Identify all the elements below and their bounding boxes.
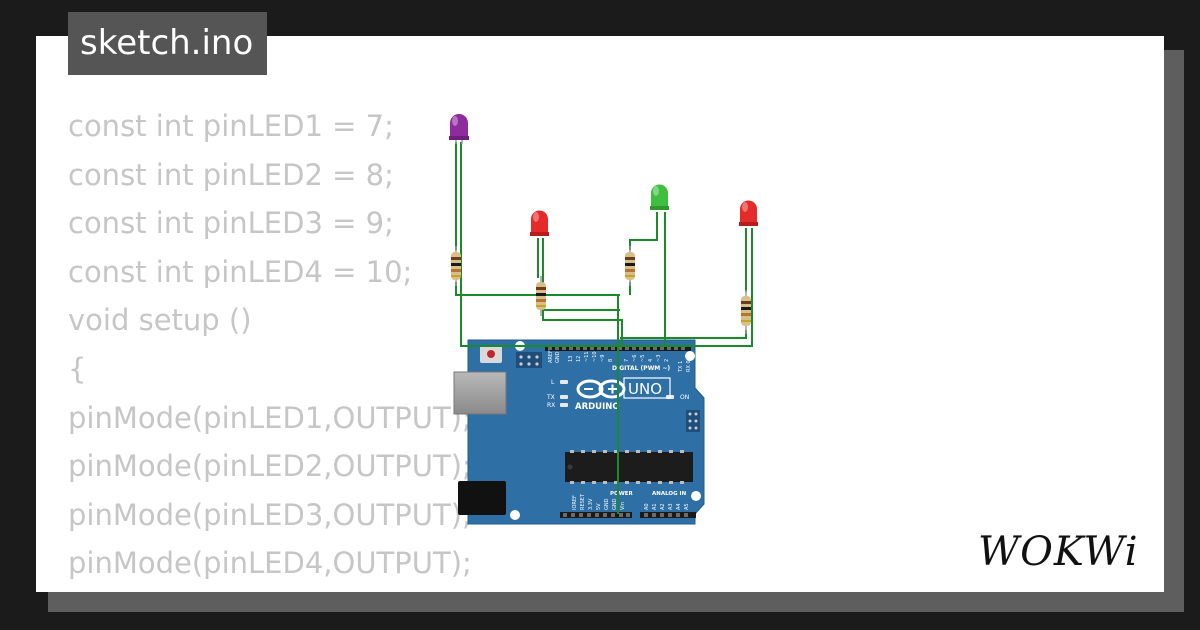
resistor (741, 290, 751, 334)
code-line: pinMode(pinLED2,OUTPUT); (68, 449, 472, 484)
microcontroller-chip (565, 452, 693, 482)
analog-header-label: ANALOG IN (652, 491, 687, 497)
wire (460, 142, 672, 347)
pin-label: IOREF (572, 495, 578, 510)
pin-label: GND (612, 498, 618, 510)
code-line: const int pinLED1 = 7; (68, 109, 394, 143)
board-model-label: UNO (628, 380, 662, 398)
resistor (536, 276, 546, 316)
pin-label: ~6 (632, 355, 638, 362)
code-line: pinMode(pinLED3,OUTPUT); (68, 497, 472, 532)
l-label: L (551, 379, 555, 386)
pin-label: AREF (548, 350, 554, 363)
pin-label: A1 (652, 503, 658, 510)
led-icon[interactable] (739, 200, 758, 227)
wire (620, 228, 753, 347)
pin-label: ~10 (592, 351, 598, 362)
code-line: { (68, 351, 87, 386)
pin-label: 8 (608, 359, 614, 362)
wire (455, 282, 620, 296)
pin-label: 3.3V (588, 498, 594, 510)
pin-label: Vin (620, 502, 626, 510)
led-icon[interactable] (530, 210, 549, 237)
pin-label: A2 (660, 503, 666, 510)
power-header-label: POWER (610, 491, 634, 497)
pin-label: RESET (580, 493, 586, 510)
pin-label: GND (604, 498, 610, 510)
power-jack (458, 481, 506, 515)
pin-label: ~3 (656, 355, 662, 362)
preview-card: const int pinLED1 = 7; const int pinLED2 … (36, 36, 1164, 592)
on-label: ON (680, 394, 689, 401)
sketch-title: sketch.ino (68, 12, 268, 75)
pin-label: 2 (664, 359, 670, 362)
pin-label: 12 (576, 356, 582, 362)
code-line: pinMode(pinLED4,OUTPUT); (68, 546, 472, 581)
code-preview: const int pinLED1 = 7; const int pinLED2 … (68, 102, 472, 592)
rx-label: RX (547, 402, 555, 409)
usb-port (453, 371, 507, 415)
pin-label: 13 (568, 356, 574, 362)
pin-label: ~11 (584, 351, 590, 362)
pin-label: A0 (644, 503, 650, 510)
led-icon[interactable] (650, 184, 669, 211)
led-icon[interactable] (449, 114, 469, 144)
pin-label: 5V (596, 503, 602, 510)
pin-label: ~9 (600, 355, 606, 362)
code-line: const int pinLED3 = 9; (68, 206, 394, 241)
pin-label: 7 (624, 359, 630, 362)
resistor (451, 246, 461, 286)
arduino-wordmark: ARDUINO (575, 402, 620, 412)
pin-label: TX 1 (678, 361, 684, 373)
code-line: const int pinLED2 = 8; (68, 157, 394, 192)
pin-label: A3 (668, 503, 674, 510)
pin-label: ~5 (640, 355, 646, 362)
resistor (625, 246, 635, 286)
pin-label: A5 (684, 503, 690, 510)
wire (620, 330, 747, 339)
arduino-uno-board: DIGITAL (PWM ~) AREF GND 13 12 ~11 ~10 ~… (453, 339, 705, 525)
digital-header-label: DIGITAL (PWM ~) (612, 365, 670, 372)
pin-label: RX 0 (686, 360, 692, 372)
code-line: const int pinLED4 = 10; (68, 254, 413, 289)
code-line: void setup () (68, 303, 252, 338)
tx-label: TX (546, 394, 555, 401)
wire (542, 238, 623, 346)
wire (629, 212, 658, 250)
pin-label: A4 (676, 503, 682, 510)
pin-label: GND (555, 351, 561, 363)
pin-label: 4 (648, 359, 654, 362)
wokwi-logo: WOKWi (978, 529, 1139, 575)
code-line: pinMode(pinLED1,OUTPUT); (68, 400, 472, 435)
wokwi-wordmark: WOKWi (978, 529, 1139, 575)
